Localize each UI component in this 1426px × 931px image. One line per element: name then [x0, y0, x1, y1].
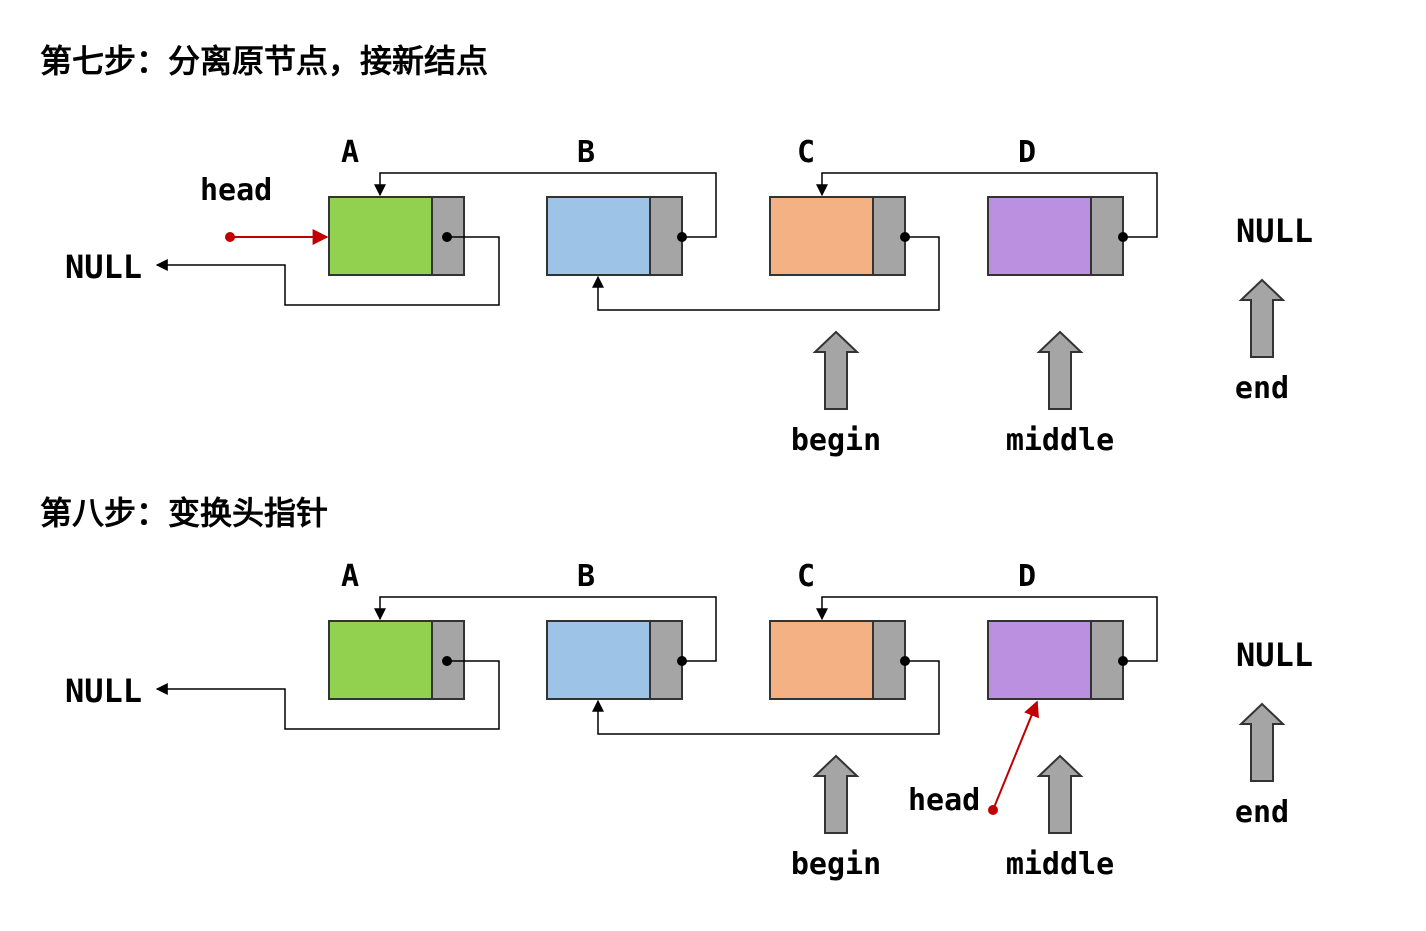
dot-icon	[988, 805, 998, 815]
node-b-data-cell	[546, 196, 651, 276]
node-a-label: A	[341, 135, 359, 170]
node-b-data-cell	[546, 620, 651, 700]
dot-icon	[677, 656, 687, 666]
node-c-label: C	[797, 559, 815, 594]
head-label: head	[200, 173, 272, 208]
node-b-next-cell	[649, 196, 683, 276]
node-d-label: D	[1018, 135, 1036, 170]
step-8-panel: 第八步：变换头指针 A B C D	[40, 494, 1313, 882]
node-d-next-cell	[1090, 196, 1124, 276]
null-right-label: NULL	[1236, 636, 1313, 674]
node-c-data-cell	[769, 620, 874, 700]
null-left-label: NULL	[65, 248, 142, 286]
link-d-to-c	[816, 172, 1158, 238]
dot-icon	[1118, 656, 1128, 666]
node-b-label: B	[577, 559, 595, 594]
node-d-label: D	[1018, 559, 1036, 594]
node-d	[987, 196, 1124, 276]
begin-label: begin	[791, 847, 881, 882]
node-b	[546, 196, 683, 276]
link-b-to-a	[374, 596, 717, 662]
up-arrow-icon	[812, 754, 860, 834]
node-a-label: A	[341, 559, 359, 594]
dot-icon	[442, 232, 452, 242]
head-label: head	[908, 783, 980, 818]
node-a	[328, 196, 465, 276]
node-a-data-cell	[328, 196, 433, 276]
null-left-label: NULL	[65, 672, 142, 710]
node-a	[328, 620, 465, 700]
link-c-to-b	[592, 236, 940, 311]
link-a-to-null	[155, 236, 500, 306]
node-a-data-cell	[328, 620, 433, 700]
step-8-title: 第八步：变换头指针	[40, 494, 328, 532]
end-label: end	[1235, 371, 1289, 406]
up-arrow-icon	[812, 330, 860, 410]
link-d-to-c	[816, 596, 1158, 662]
step-7-title: 第七步：分离原节点，接新结点	[40, 42, 488, 80]
middle-label: middle	[1006, 847, 1114, 882]
dot-icon	[442, 656, 452, 666]
middle-label: middle	[1006, 423, 1114, 458]
begin-label: begin	[791, 423, 881, 458]
dot-icon	[677, 232, 687, 242]
dot-icon	[225, 232, 235, 242]
dot-icon	[900, 656, 910, 666]
node-c-label: C	[797, 135, 815, 170]
link-a-to-null	[155, 660, 500, 730]
dot-icon	[900, 232, 910, 242]
node-c-data-cell	[769, 196, 874, 276]
up-arrow-icon	[1238, 702, 1286, 782]
node-b	[546, 620, 683, 700]
step-7-panel: 第七步：分离原节点，接新结点 A B C D	[40, 42, 1313, 458]
up-arrow-icon	[1036, 754, 1084, 834]
end-label: end	[1235, 795, 1289, 830]
node-d	[987, 620, 1124, 700]
head-pointer-arrow	[992, 700, 1039, 811]
link-c-to-b	[592, 660, 940, 735]
node-d-data-cell	[987, 196, 1092, 276]
null-right-label: NULL	[1236, 212, 1313, 250]
node-b-label: B	[577, 135, 595, 170]
node-c	[769, 620, 906, 700]
up-arrow-icon	[1036, 330, 1084, 410]
node-d-data-cell	[987, 620, 1092, 700]
up-arrow-icon	[1238, 278, 1286, 358]
dot-icon	[1118, 232, 1128, 242]
node-c	[769, 196, 906, 276]
link-b-to-a	[374, 172, 717, 238]
